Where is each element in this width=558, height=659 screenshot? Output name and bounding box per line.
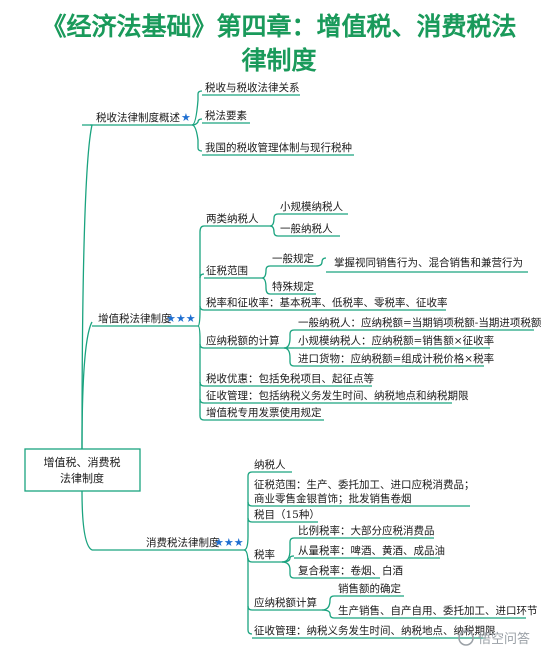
page-title-line-2: 律制度 bbox=[241, 46, 317, 75]
b1-conn-2 bbox=[191, 124, 203, 152]
b2-conn-calc bbox=[199, 343, 205, 349]
b2-conn-admin bbox=[199, 398, 205, 404]
b2-conn-pref bbox=[199, 381, 205, 387]
connector-root-branch3 bbox=[81, 490, 93, 551]
b2-taxpayers-label: 两类纳税人 bbox=[206, 212, 259, 225]
watermark-logo-icon bbox=[458, 630, 474, 646]
b2-spine-down bbox=[197, 325, 205, 421]
b2-calc-item-2: 进口货物：应纳税额=组成计税价格×税率 bbox=[298, 352, 494, 365]
b3-spine-down bbox=[243, 549, 253, 635]
b1-item-1: 税法要素 bbox=[205, 109, 247, 122]
b2-scope-special: 特殊规定 bbox=[272, 280, 314, 293]
b3-rate-item-0: 比例税率：大部分应税消费品 bbox=[298, 524, 435, 537]
b2-calc-conn-0 bbox=[283, 329, 295, 349]
b2-invoice: 增值税专用发票使用规定 bbox=[206, 406, 322, 419]
b2-scope-conn-1 bbox=[261, 277, 271, 295]
b3-admin: 征收管理：纳税义务发生时间、纳税地点、纳税期限 bbox=[254, 624, 496, 637]
b1-item-0: 税收与税收法律关系 bbox=[205, 81, 300, 94]
page-title-line-1: 《经济法基础》第四章：增值税、消费税法 bbox=[41, 12, 517, 41]
b2-admin: 征收管理：包括纳税义务发生时间、纳税地点和纳税期限 bbox=[206, 389, 469, 402]
b2-scope-label: 征税范围 bbox=[206, 264, 248, 277]
b2-scope-detail-conn bbox=[315, 257, 327, 267]
b2-rates: 税率和征收率：基本税率、低税率、零税率、征收率 bbox=[206, 296, 448, 309]
b2-tp-item-1: 一般纳税人 bbox=[280, 222, 333, 235]
b2-tp-conn-1 bbox=[269, 225, 279, 237]
root-label-line-1: 增值税、消费税 bbox=[44, 455, 121, 469]
b2-calc-conn-2 bbox=[283, 347, 295, 367]
branch3-label: 消费税法律制度 bbox=[146, 536, 220, 549]
b3-conn-scope bbox=[247, 501, 253, 507]
b1-conn-0 bbox=[191, 90, 203, 126]
b1-item-2: 我国的税收管理体制与现行税种 bbox=[205, 141, 352, 154]
b2-scope-conn-0 bbox=[261, 265, 271, 279]
b3-rate-conn-1 bbox=[281, 555, 295, 563]
b2-calc-item-0: 一般纳税人：应纳税额=当期销项税额-当期进项税额 bbox=[298, 316, 542, 329]
b3-scope-line-2: 商业零售金银首饰；批发销售卷烟 bbox=[254, 492, 412, 505]
b3-conn-calc bbox=[247, 605, 253, 611]
b3-conn-rate bbox=[247, 557, 253, 563]
b2-conn-scope bbox=[199, 273, 205, 279]
b2-tp-item-0: 小规模纳税人 bbox=[280, 200, 343, 213]
root-label-line-2: 法律制度 bbox=[60, 471, 104, 485]
b3-items-count: 税目（15种） bbox=[254, 508, 320, 521]
connector-root-branch2 bbox=[81, 321, 93, 450]
b3-rate-item-2: 复合税率：卷烟、白酒 bbox=[298, 564, 403, 577]
connector-root-branch1 bbox=[81, 124, 93, 450]
b2-scope-general: 一般规定 bbox=[272, 252, 314, 265]
b3-rate-label: 税率 bbox=[254, 548, 275, 561]
watermark: 悟空问答 bbox=[458, 630, 530, 647]
branch3-stars: ★★★ bbox=[214, 536, 244, 549]
branch1-label: 税收法律制度概述 bbox=[96, 111, 180, 124]
b3-rate-item-1: 从量税率：啤酒、黄酒、成品油 bbox=[298, 544, 445, 557]
b2-tp-conn-0 bbox=[269, 213, 279, 227]
b2-preferential: 税收优惠：包括免税项目、起征点等 bbox=[206, 372, 374, 385]
b2-calc-item-1: 小规模纳税人：应纳税额=销售额×征收率 bbox=[298, 334, 494, 347]
watermark-text: 悟空问答 bbox=[478, 631, 530, 647]
b3-calc-item-0: 销售额的确定 bbox=[338, 582, 401, 595]
b2-scope-detail: 掌握视同销售行为、混合销售和兼营行为 bbox=[334, 256, 523, 269]
b1-conn-1 bbox=[191, 118, 203, 126]
branch2-label: 增值税法律制度 bbox=[98, 312, 172, 325]
b2-spine-up bbox=[197, 225, 205, 327]
b2-conn-rates bbox=[199, 305, 205, 311]
b3-calc-label: 应纳税额计算 bbox=[254, 596, 317, 609]
b2-calc-label: 应纳税额的计算 bbox=[206, 334, 280, 347]
b3-calc-item-1: 生产销售、自产自用、委托加工、进口环节 bbox=[338, 604, 538, 617]
b3-rate-conn-2 bbox=[281, 561, 295, 579]
b3-spine-up bbox=[243, 471, 253, 551]
branch2-stars: ★★★ bbox=[166, 312, 196, 325]
branch1-stars: ★ bbox=[181, 111, 191, 124]
b3-calc-conn-1 bbox=[321, 609, 335, 619]
b3-calc-conn-0 bbox=[321, 595, 335, 611]
b3-scope-line-1: 征税范围：生产、委托加工、进口应税消费品； bbox=[254, 478, 475, 491]
b3-conn-items bbox=[247, 517, 253, 523]
b3-rate-conn-0 bbox=[281, 537, 295, 563]
b3-taxpayer: 纳税人 bbox=[254, 458, 286, 471]
